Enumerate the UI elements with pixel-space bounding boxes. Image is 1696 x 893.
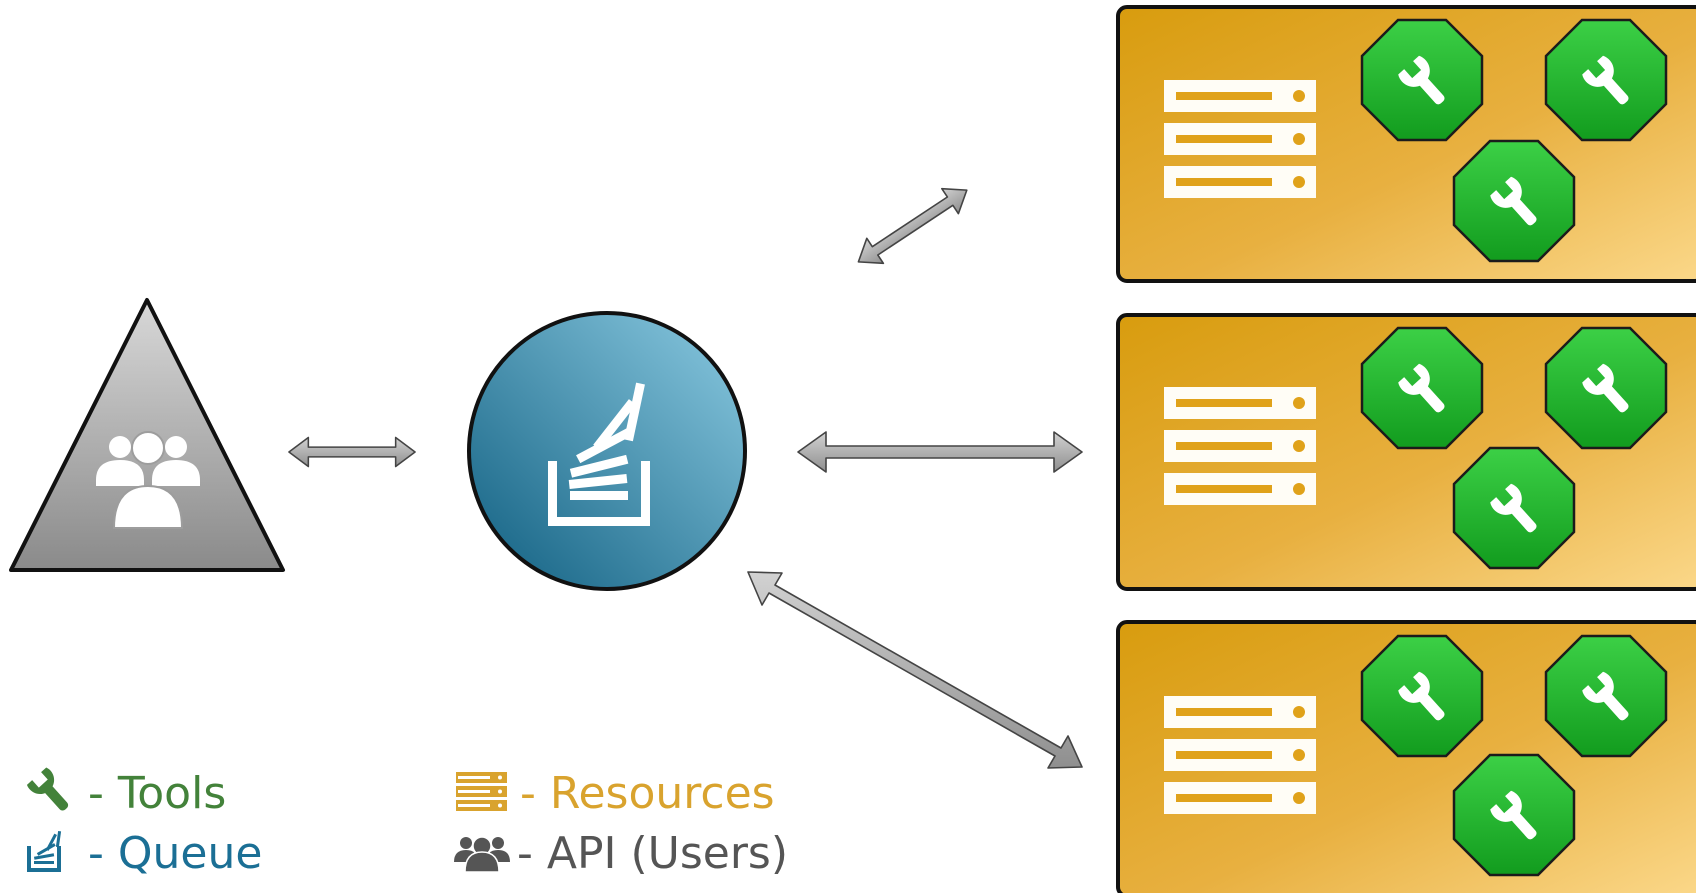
resource-panel-1 <box>1116 5 1696 283</box>
legend-queue-icon <box>27 830 62 872</box>
wrench-icon <box>1546 328 1666 448</box>
legend-queue-label: - Queue <box>88 828 262 879</box>
legend-users-icon <box>454 836 510 873</box>
legend-api-label: - API (Users) <box>517 828 788 879</box>
users-icon <box>96 431 200 529</box>
wrench-icon <box>1454 141 1574 261</box>
resource-panel-3 <box>1116 620 1696 893</box>
wrench-icon <box>1546 636 1666 756</box>
resource-panel-2 <box>1116 313 1696 591</box>
wrench-icon <box>1454 448 1574 568</box>
api-triangle <box>9 298 285 572</box>
arrow-queue-resource-3 <box>747 571 1083 769</box>
wrench-icon <box>1454 755 1574 875</box>
server-rack-icon <box>1164 696 1316 814</box>
arrow-queue-resource-1 <box>850 178 975 275</box>
legend: - Tools - Queue - Resources <box>26 767 788 879</box>
arrow-queue-resource-2 <box>797 431 1083 473</box>
stack-queue-icon <box>548 382 650 526</box>
server-rack-icon <box>1164 387 1316 505</box>
wrench-icon <box>1546 20 1666 140</box>
queue-node <box>467 311 747 591</box>
legend-tools-label: - Tools <box>88 768 226 819</box>
legend-resources-icon <box>456 772 507 811</box>
wrench-icon <box>1362 636 1482 756</box>
server-rack-icon <box>1164 80 1316 198</box>
arrow-api-queue <box>288 436 416 468</box>
legend-resources-label: - Resources <box>520 768 775 819</box>
wrench-icon <box>1362 328 1482 448</box>
legend-tools-icon <box>26 767 69 811</box>
wrench-icon <box>1362 20 1482 140</box>
